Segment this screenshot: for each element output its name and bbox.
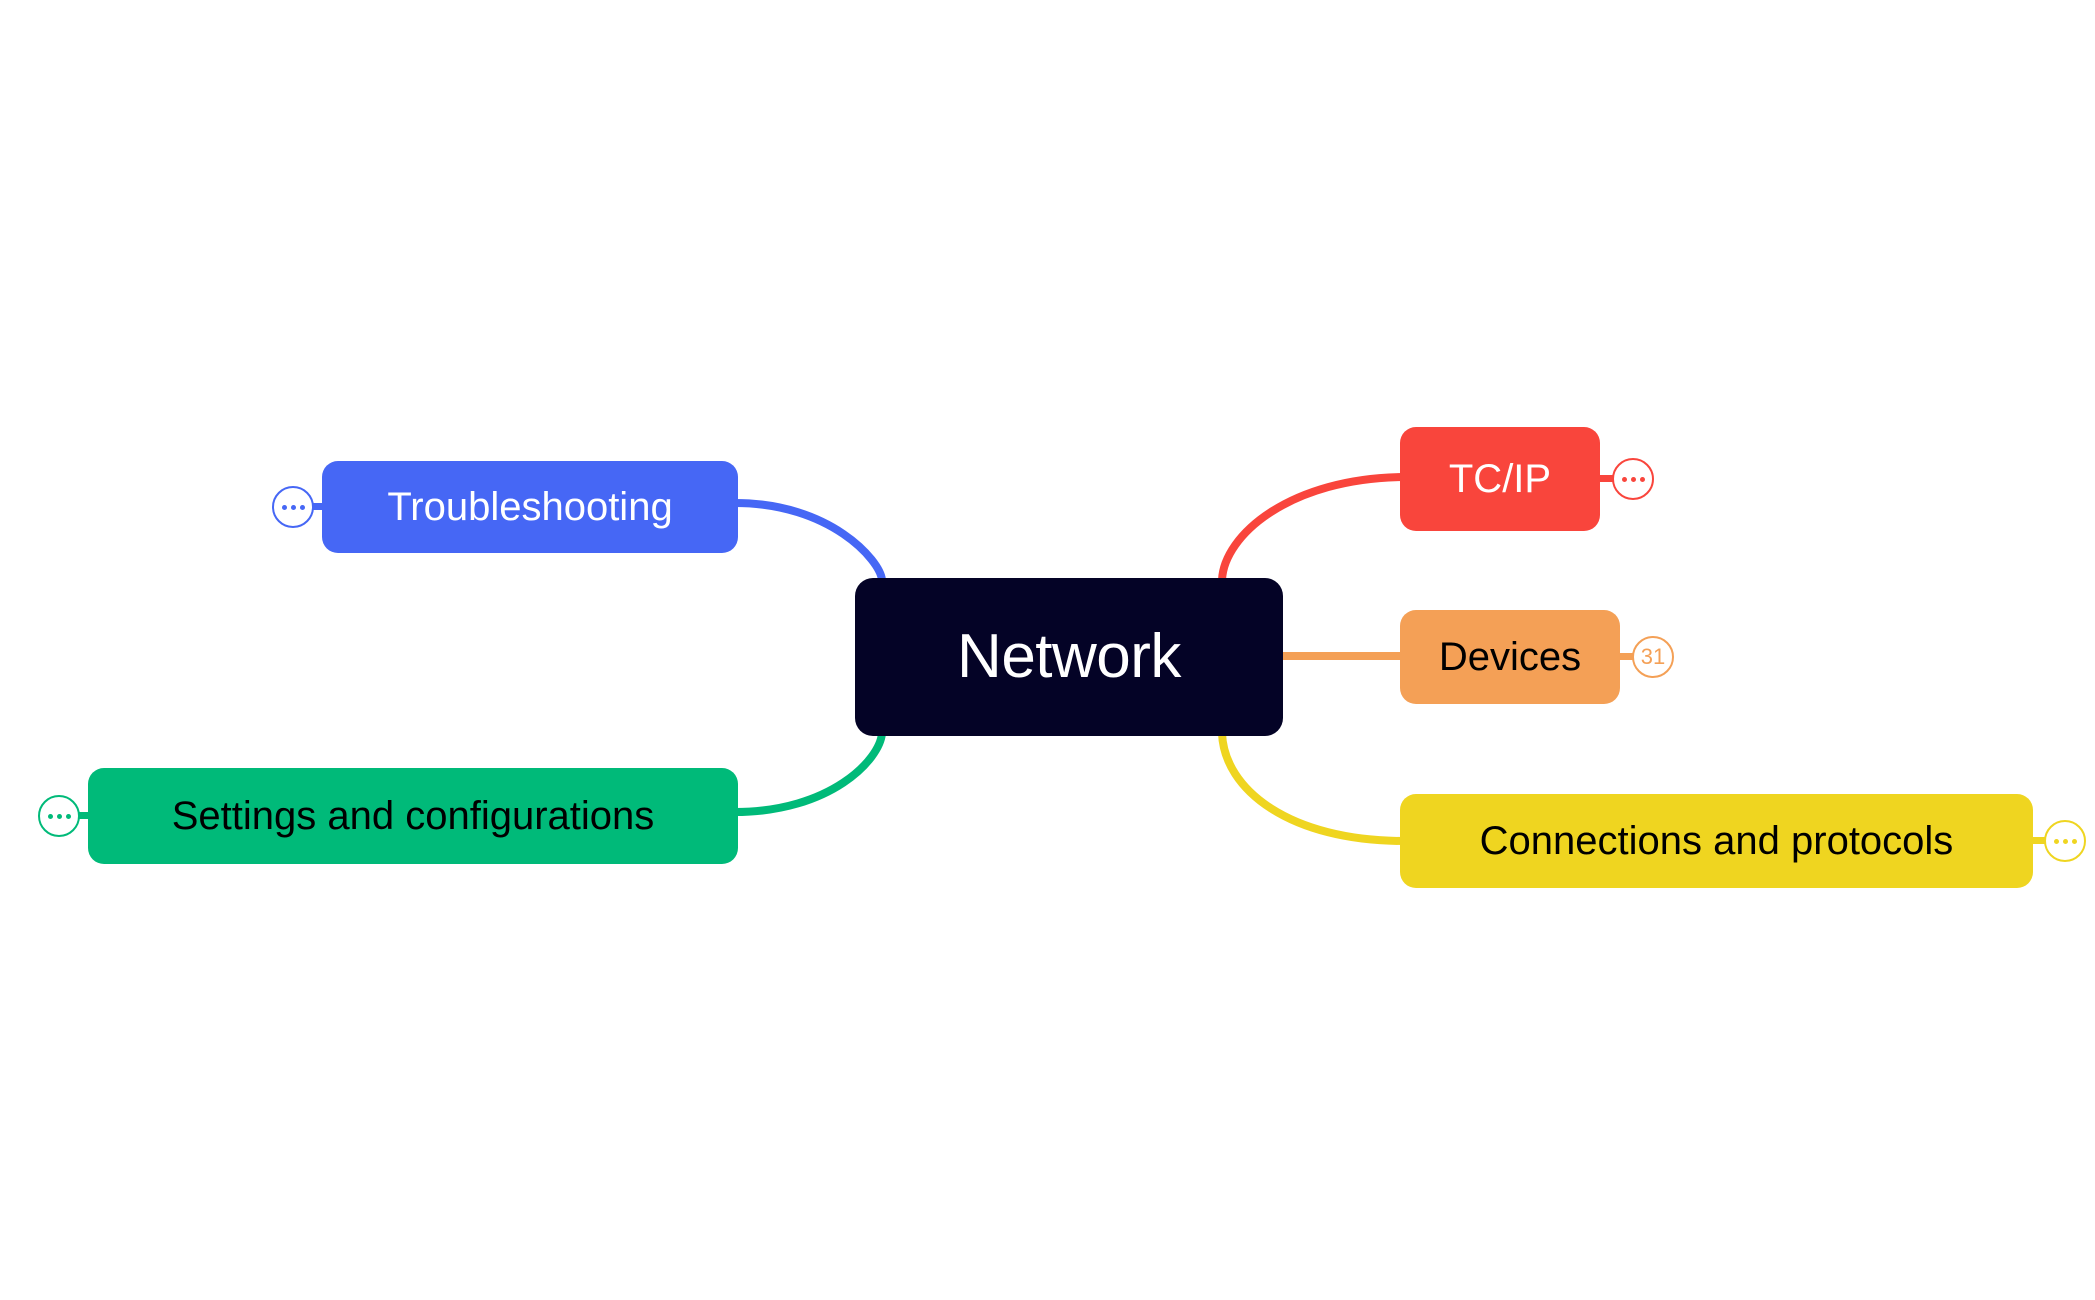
ellipsis-icon[interactable]: [38, 795, 80, 837]
mindmap-node-troubleshooting[interactable]: Troubleshooting: [322, 461, 738, 553]
mindmap-node-settings[interactable]: Settings and configurations: [88, 768, 738, 864]
mindmap-root-label: Network: [957, 622, 1181, 691]
mindmap-root-node[interactable]: Network: [855, 578, 1283, 736]
mindmap-node-connections[interactable]: Connections and protocols: [1400, 794, 2033, 888]
ellipsis-dots: [281, 504, 305, 510]
badge-stub-troubleshooting: [310, 503, 328, 510]
mindmap-node-devices[interactable]: Devices: [1400, 610, 1620, 704]
child-count-value: 31: [1640, 644, 1666, 669]
badge-stub-tcpip: [1594, 475, 1616, 482]
mindmap-node-label-settings: Settings and configurations: [171, 794, 655, 838]
ellipsis-dots: [2053, 838, 2077, 844]
edge-root-settings: [731, 729, 886, 816]
edge-root-connections: [1218, 729, 1408, 845]
ellipsis-icon[interactable]: [1612, 458, 1654, 500]
child-count-badge[interactable]: 31: [1632, 636, 1674, 678]
mindmap-node-label-troubleshooting: Troubleshooting: [387, 485, 673, 529]
badge-stub-devices: [1614, 653, 1636, 660]
edge-root-troubleshooting: [731, 499, 886, 584]
mindmap-node-label-connections: Connections and protocols: [1479, 819, 1954, 863]
ellipsis-dots: [47, 813, 71, 819]
edge-root-tcpip: [1218, 473, 1408, 584]
ellipsis-icon[interactable]: [272, 486, 314, 528]
badge-stub-settings: [76, 812, 94, 819]
mindmap-node-label-devices: Devices: [1438, 635, 1582, 679]
ellipsis-dots: [1621, 476, 1645, 482]
badge-stub-connections: [2027, 837, 2049, 844]
mindmap-node-label-tcpip: TC/IP: [1448, 457, 1552, 501]
ellipsis-icon[interactable]: [2044, 820, 2086, 862]
mindmap-node-tcpip[interactable]: TC/IP: [1400, 427, 1600, 531]
